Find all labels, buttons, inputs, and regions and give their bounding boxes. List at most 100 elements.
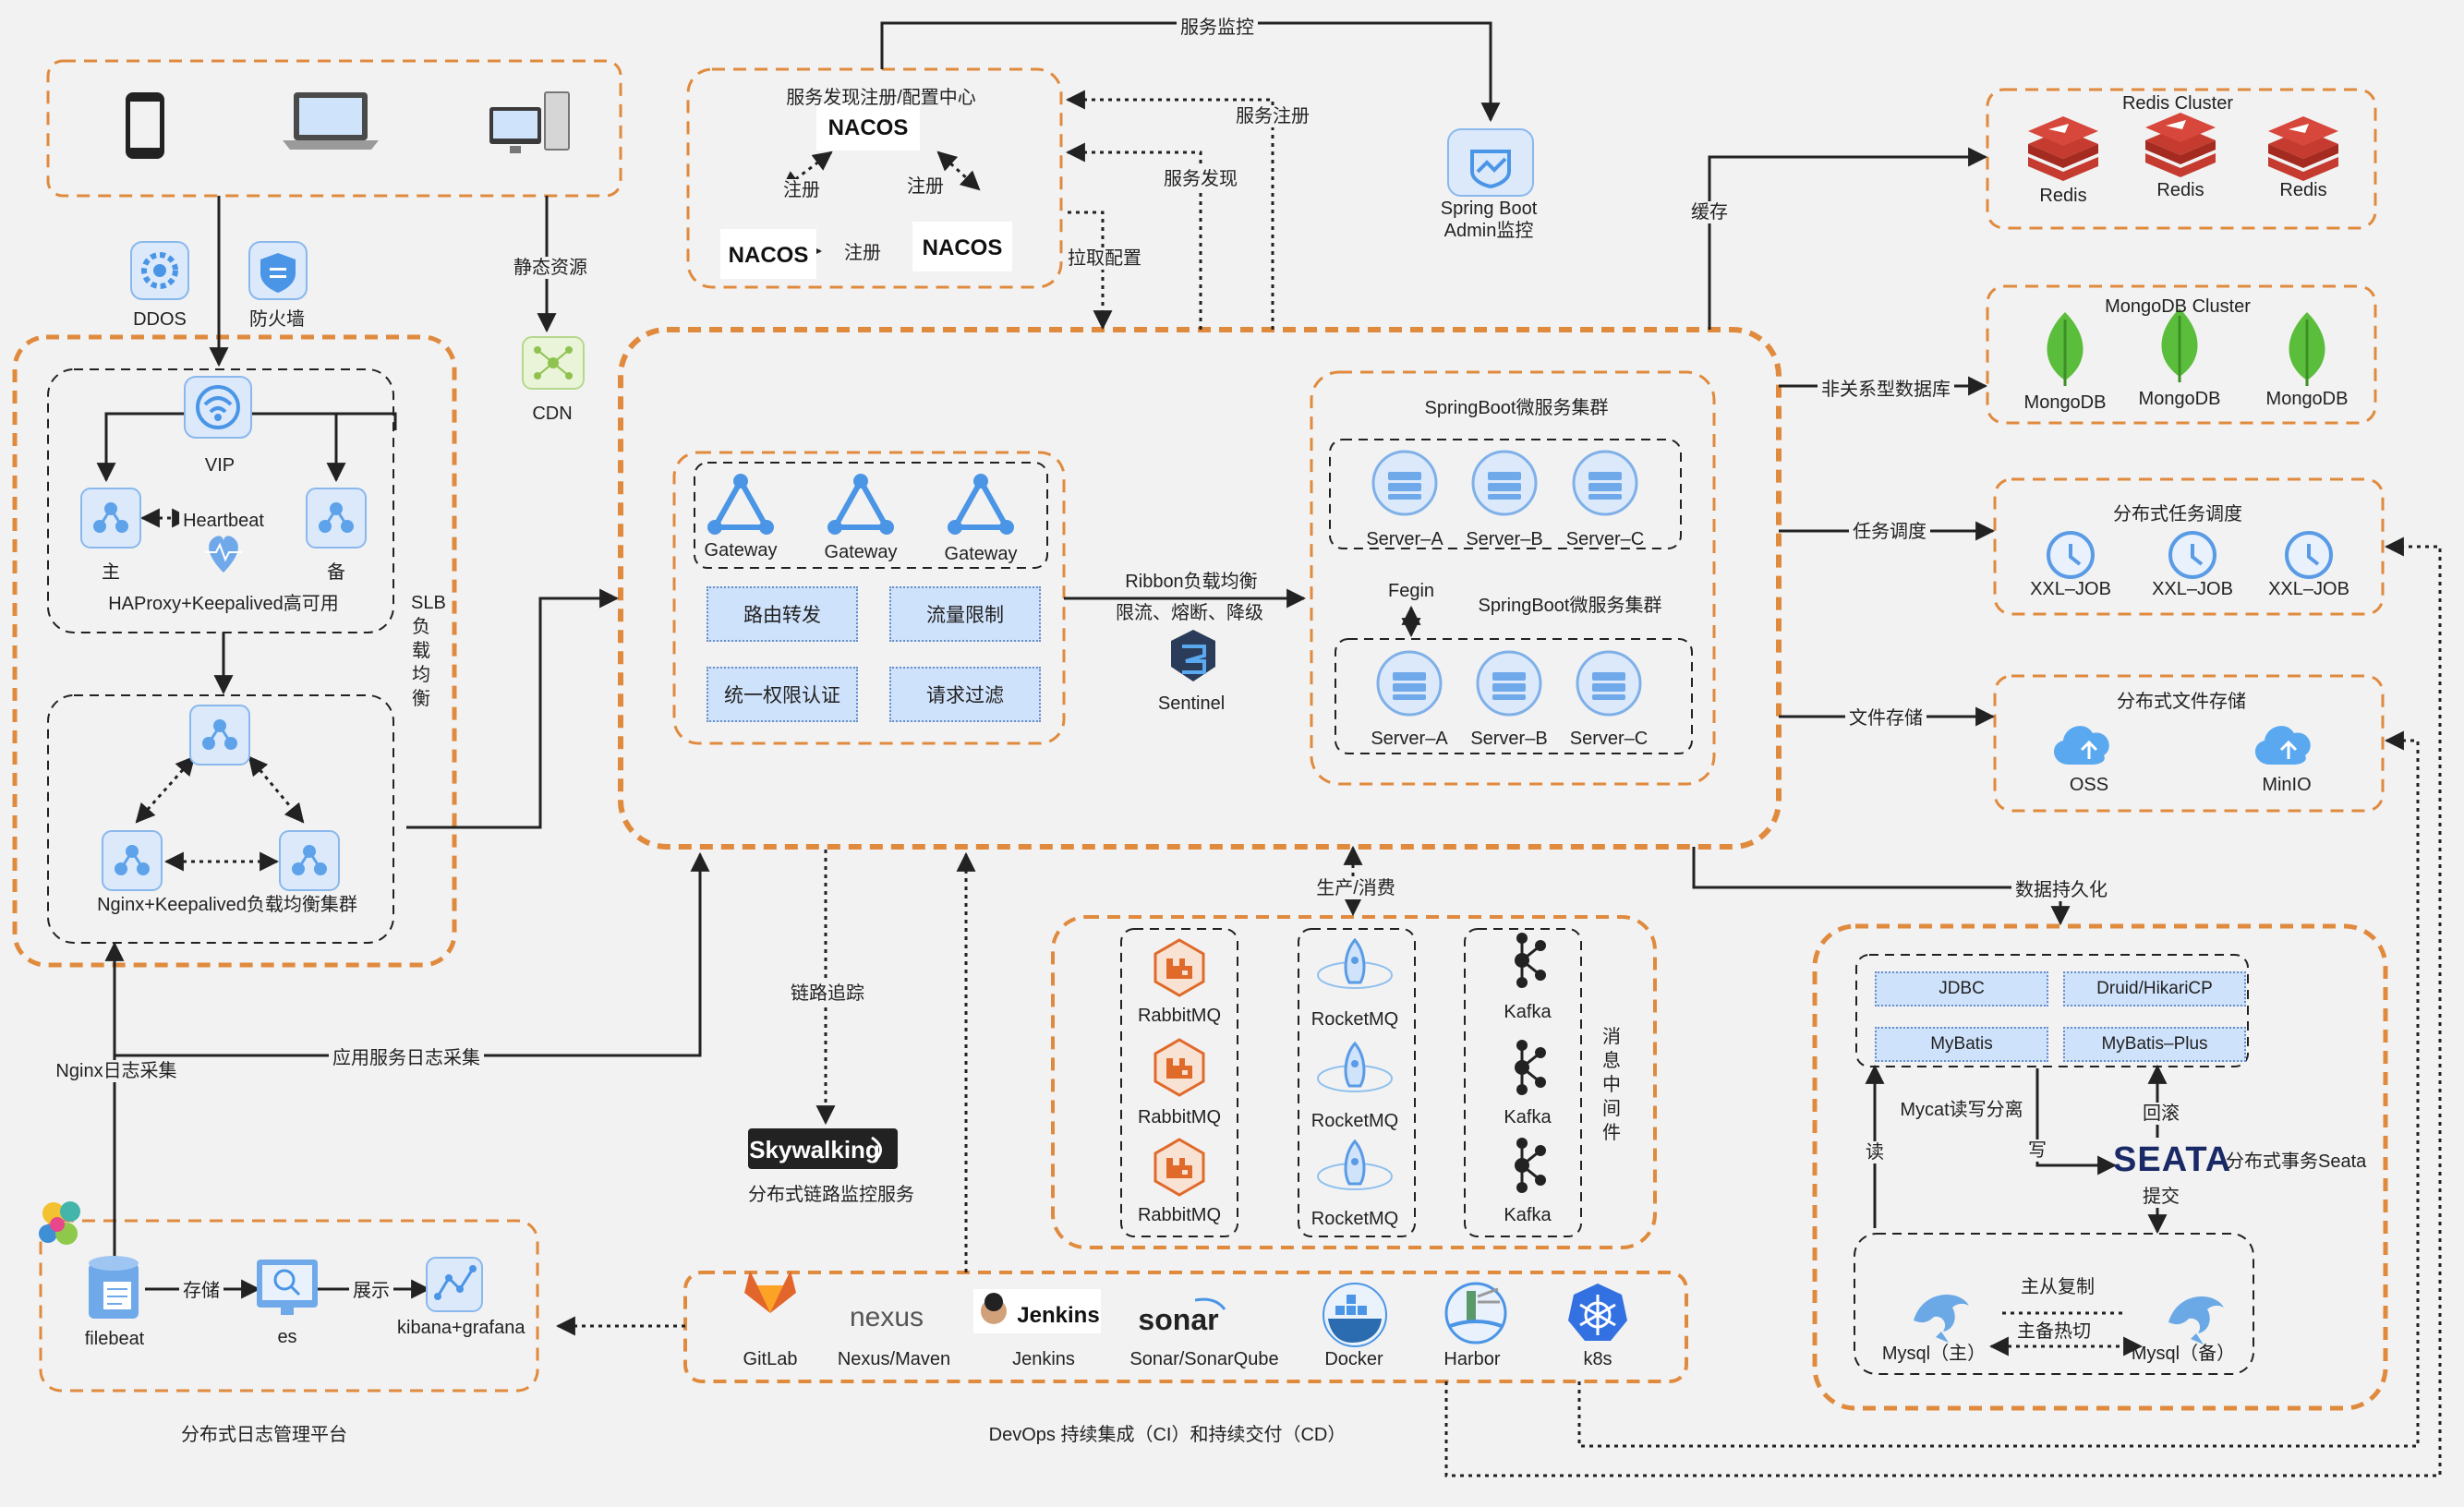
redis-icon (2145, 113, 2216, 177)
request-filter-box: 请求过滤 (889, 667, 1041, 722)
druid-box: Druid/HikariCP (2063, 971, 2246, 1007)
kafka-label-3: Kafka (1504, 1205, 1552, 1225)
haproxy-label: HAProxy+Keepalived高可用 (108, 594, 339, 614)
oss-cloud-icon (2053, 726, 2109, 765)
ddos-gear-icon (130, 241, 189, 300)
hot-standby-label: 主备热切 (2013, 1320, 2095, 1343)
mongodb-leaf-icon (2046, 310, 2084, 388)
server-c-label: Server–C (1565, 529, 1645, 549)
harbor-icon (1444, 1282, 1507, 1344)
redis-label-3: Redis (2279, 180, 2327, 200)
pull-config-label: 拉取配置 (1064, 247, 1145, 270)
haproxy-inner-box (47, 368, 394, 633)
server-b-icon (1476, 650, 1542, 717)
kafka-label-2: Kafka (1504, 1107, 1552, 1127)
rollback-label: 回滚 (2139, 1103, 2183, 1125)
mongo-label-3: MongoDB (2265, 389, 2349, 409)
nginx-left-icon (101, 829, 163, 892)
rate-limit-box: 流量限制 (889, 586, 1041, 642)
server-a-icon (1376, 650, 1443, 717)
redis-cluster-title: Redis Cluster (2121, 93, 2234, 114)
gateway-icon (948, 474, 1014, 535)
kafka-icon (1513, 931, 1548, 990)
server-group-1 (1329, 439, 1682, 549)
sonar-logo: sonar (1138, 1297, 1226, 1336)
mq-side-label: 消息中间件 (1602, 1027, 1621, 1143)
server-b-icon (1471, 450, 1538, 516)
clock-icon (2168, 531, 2216, 579)
produce-consume-label: 生产/消费 (1312, 877, 1399, 899)
jdbc-box: JDBC (1875, 971, 2048, 1007)
oss-label: OSS (2069, 775, 2109, 795)
rabbitmq-icon (1153, 938, 1205, 997)
mybatis-box: MyBatis (1875, 1027, 2048, 1062)
nacos-logo-left: NACOS (720, 229, 816, 279)
ribbon-sub-label: 限流、熔断、降级 (1116, 603, 1263, 623)
mysql-backup-icon (2168, 1296, 2224, 1344)
rabbitmq-icon (1153, 1038, 1205, 1097)
rocketmq-label-2: RocketMQ (1311, 1111, 1399, 1131)
nacos-logo-top: NACOS (816, 102, 920, 151)
rocketmq-icon (1316, 938, 1394, 990)
ribbon-label: Ribbon负载均衡 (1125, 572, 1258, 592)
route-forward-box: 路由转发 (707, 586, 858, 642)
filebeat-icon (89, 1256, 139, 1319)
mongodb-leaf-icon (2288, 310, 2326, 388)
server-a-icon (1371, 450, 1438, 516)
minio-cloud-icon (2254, 726, 2311, 765)
file-storage-label: 文件存储 (1845, 707, 1927, 729)
haproxy-backup-icon (305, 487, 368, 549)
kafka-col (1464, 928, 1582, 1237)
server-b-label: Server–B (1466, 529, 1543, 549)
mq-box (1051, 915, 1657, 1249)
xxl-box (1993, 477, 2385, 616)
seata-label: 分布式事务Seata (2226, 1151, 2367, 1172)
es-monitor-icon (257, 1260, 318, 1315)
tracing-caption: 分布式链路监控服务 (748, 1185, 914, 1205)
firewall-icon (248, 241, 308, 300)
xxl-title: 分布式任务调度 (2113, 504, 2242, 524)
clock-icon (2047, 531, 2095, 579)
server-a2-label: Server–A (1371, 729, 1448, 749)
rabbitmq-label-3: RabbitMQ (1137, 1205, 1222, 1225)
k8s-icon (1568, 1284, 1627, 1341)
rocketmq-label-3: RocketMQ (1311, 1209, 1399, 1229)
tracing-label: 链路追踪 (787, 983, 868, 1005)
seata-logo: SEATA (2113, 1140, 2231, 1179)
phone-icon (126, 92, 164, 159)
heartbeat-icon (205, 536, 242, 573)
haproxy-master-icon (79, 487, 142, 549)
service-discovery-label: 服务发现 (1160, 168, 1241, 190)
springboot-cluster-1-label: SpringBoot微服务集群 (1424, 398, 1609, 418)
orm-box (1855, 954, 2249, 1067)
auth-box: 统一权限认证 (707, 667, 858, 722)
kafka-label-1: Kafka (1504, 1002, 1552, 1022)
skywalking-logo: Skywalking (748, 1128, 898, 1169)
sonar-label: Sonar/SonarQube (1129, 1349, 1279, 1369)
commit-label: 提交 (2139, 1186, 2183, 1208)
docker-label: Docker (1324, 1349, 1383, 1369)
mongo-box (1986, 284, 2377, 425)
minio-label: MinIO (2262, 775, 2312, 795)
gateway-label-2: Gateway (824, 542, 898, 562)
kafka-icon (1513, 1136, 1548, 1195)
nginx-log-collect-label: Nginx日志采集 (52, 1060, 181, 1082)
xxl-label-3: XXL–JOB (2268, 579, 2349, 599)
app-log-collect-label: 应用服务日志采集 (329, 1047, 484, 1069)
redis-icon (2268, 116, 2338, 181)
clock-icon (2285, 531, 2333, 579)
spring-admin-line2: Admin监控 (1443, 221, 1534, 241)
server-c-icon (1572, 450, 1638, 516)
db-box (1812, 923, 2388, 1411)
mysql-master-label: Mysql（主） (1881, 1344, 1987, 1364)
show-label: 展示 (349, 1280, 393, 1302)
nexus-logo: nexus (850, 1302, 924, 1332)
read-label: 读 (1862, 1141, 1888, 1163)
sentinel-icon (1171, 630, 1215, 681)
static-resource-label: 静态资源 (510, 257, 591, 279)
k8s-label: k8s (1583, 1349, 1612, 1369)
kibana-label: kibana+grafana (397, 1318, 525, 1338)
master-label: 主 (102, 562, 120, 583)
rabbitmq-label-2: RabbitMQ (1137, 1107, 1222, 1127)
mysql-master-icon (1914, 1295, 1969, 1343)
